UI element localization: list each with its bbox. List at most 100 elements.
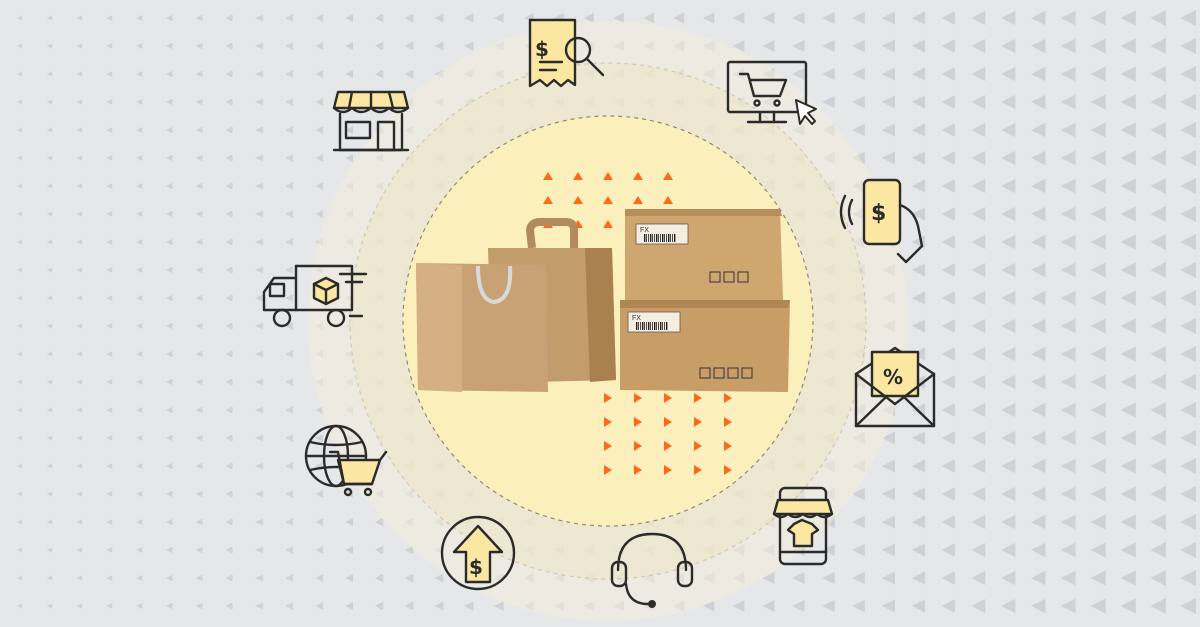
background-triangle [16,71,22,77]
background-triangle [166,378,173,386]
background-triangle [911,291,926,305]
background-triangle [136,434,143,442]
background-triangle [255,546,263,554]
background-triangle [1150,542,1166,558]
background-triangle [315,98,323,106]
background-triangle [971,599,986,613]
background-triangle [404,69,414,79]
background-triangle [1120,10,1136,26]
background-triangle [1001,234,1016,250]
background-triangle [106,323,113,329]
background-triangle [1180,94,1196,110]
background-triangle [315,490,323,498]
background-triangle [136,490,143,498]
receipt-dollar-text: $ [535,37,549,61]
price-increase-icon: $ [440,515,516,591]
background-triangle [46,519,52,525]
background-triangle [851,543,865,557]
background-triangle [195,350,203,358]
orange-arrow [604,441,612,451]
background-triangle [16,323,22,329]
background-triangle [195,574,203,582]
background-triangle [166,462,173,470]
background-triangle [851,123,865,137]
background-triangle [166,350,173,358]
background-triangle [285,70,293,78]
box-bottom: FX [620,300,790,392]
background-triangle [1090,150,1106,166]
background-triangle [1150,178,1166,194]
orange-arrow [634,417,642,427]
background-triangle [46,239,52,245]
background-triangle [255,490,263,498]
background-triangle [792,11,805,25]
background-triangle [1060,66,1076,82]
background-triangle [1060,374,1076,390]
background-triangle [971,403,986,417]
background-triangle [106,239,113,245]
background-triangle [941,151,956,165]
background-triangle [941,543,956,557]
background-triangle [195,266,203,274]
background-triangle [16,155,22,161]
background-triangle [911,263,926,277]
background-triangle [374,545,384,555]
background-triangle [136,462,143,470]
background-triangle [1090,458,1106,474]
background-triangle [16,379,22,385]
background-triangle [344,69,354,79]
background-triangle [1150,10,1166,26]
background-triangle [822,39,835,53]
background-triangle [344,545,354,555]
background-triangle [106,463,113,469]
background-triangle [941,431,956,445]
background-triangle [136,266,143,274]
background-triangle [941,403,956,417]
background-triangle [941,291,956,305]
background-triangle [46,575,52,581]
orange-arrow [603,220,613,228]
discount-percent-text: % [883,365,903,389]
background-triangle [1090,598,1106,614]
background-triangle [136,182,143,190]
background-triangle [881,459,895,473]
background-triangle [1030,206,1046,222]
background-triangle [881,599,895,613]
background-triangle [374,13,384,23]
background-triangle [732,40,745,52]
background-triangle [195,378,203,386]
orange-arrow [633,172,643,180]
background-triangle [881,95,895,109]
background-triangle [941,11,956,25]
background-triangle [911,235,926,249]
background-triangle [941,123,956,137]
background-triangle [1090,402,1106,418]
background-triangle [76,407,83,413]
background-triangle [404,601,414,611]
background-triangle [374,573,384,583]
background-triangle [1001,290,1016,306]
background-triangle [911,123,926,137]
background-triangle [166,154,173,162]
background-triangle [971,95,986,109]
background-triangle [225,574,233,582]
background-triangle [195,154,203,162]
background-triangle [1120,598,1136,614]
background-triangle [881,487,895,501]
background-triangle [136,238,143,246]
orange-arrow [724,417,732,427]
background-triangle [195,322,203,330]
background-triangle [285,462,293,470]
mobile-shop-icon [772,486,834,566]
background-triangle [1001,430,1016,446]
background-triangle [1120,94,1136,110]
background-triangle [315,574,323,582]
background-triangle [255,602,263,610]
background-triangle [1030,374,1046,390]
background-triangle [941,515,956,529]
background-triangle [1001,346,1016,362]
background-triangle [1090,486,1106,502]
background-triangle [255,126,263,134]
background-triangle [732,12,745,24]
